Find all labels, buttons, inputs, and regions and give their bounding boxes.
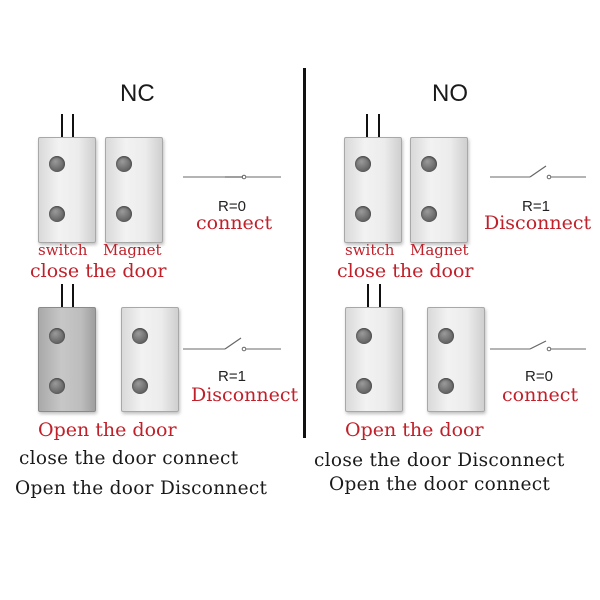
no-bottom-state: Open the door [345,419,484,441]
screw-hole [132,328,148,344]
no-summary-line-1: close the door Disconnect [314,450,565,471]
no-bottom-magnet-block [427,307,485,412]
no-top-result: Disconnect [484,212,592,234]
no-heading: NO [432,80,468,107]
screw-hole [356,378,372,394]
screw-hole [116,206,132,222]
nc-bottom-switch-block [38,307,96,412]
no-bottom-switch-block [345,307,403,412]
no-switch-label: switch [345,241,395,259]
screw-hole [421,156,437,172]
screw-hole [49,206,65,222]
nc-top-magnet-block [105,137,163,243]
no-top-switch-symbol-open [490,165,586,180]
nc-top-switch-symbol-closed [183,174,281,180]
nc-bottom-switch-symbol-open [183,337,281,352]
screw-hole [116,156,132,172]
no-bottom-wire-right [379,284,381,308]
no-bottom-wire-left [367,284,369,308]
no-bottom-result: connect [502,384,579,406]
no-top-switch-block [344,137,402,243]
nc-bottom-magnet-block [121,307,179,412]
nc-top-switch-block [38,137,96,243]
no-top-wire-right [378,114,380,138]
nc-summary-line-1: close the door connect [19,448,239,469]
screw-hole [355,206,371,222]
no-top-magnet-block [410,137,468,243]
nc-top-wire-left [61,114,63,138]
screw-hole [132,378,148,394]
no-top-state: close the door [337,260,474,282]
nc-bottom-wire-left [61,284,63,308]
no-summary-line-2: Open the door connect [329,474,551,495]
screw-hole [355,156,371,172]
nc-bottom-wire-right [72,284,74,308]
screw-hole [438,378,454,394]
nc-top-wire-right [72,114,74,138]
nc-heading: NC [120,80,155,107]
no-magnet-label: Magnet [410,241,469,259]
nc-bottom-result: Disconnect [191,384,299,406]
screw-hole [438,328,454,344]
screw-hole [49,156,65,172]
screw-hole [356,328,372,344]
nc-top-result: connect [196,212,273,234]
nc-bottom-resistance: R=1 [218,368,246,385]
no-bottom-switch-symbol-closed [490,340,586,352]
nc-bottom-state: Open the door [38,419,177,441]
screw-hole [49,328,65,344]
no-top-resistance: R=1 [522,198,550,215]
screw-hole [49,378,65,394]
no-top-wire-left [366,114,368,138]
no-bottom-resistance: R=0 [525,368,553,385]
screw-hole [421,206,437,222]
nc-switch-label: switch [38,241,88,259]
nc-summary-line-2: Open the door Disconnect [15,478,268,499]
nc-top-state: close the door [30,260,167,282]
nc-magnet-label: Magnet [103,241,162,259]
nc-top-resistance: R=0 [218,198,246,215]
panel-divider [303,68,306,438]
